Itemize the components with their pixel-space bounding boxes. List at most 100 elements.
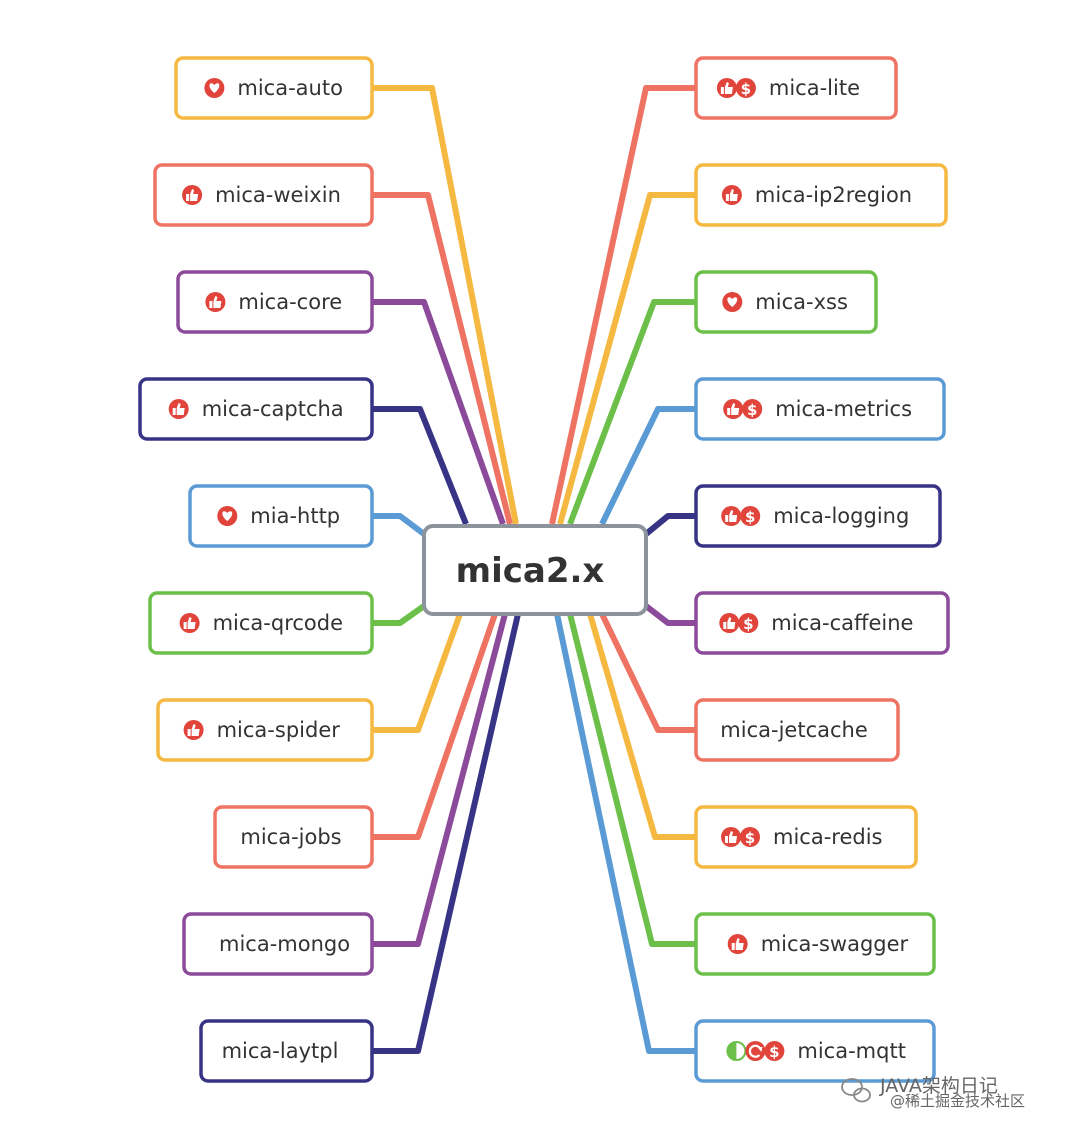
node-mica-laytpl-box <box>199 1019 374 1083</box>
watermark-title: JAVA架构日记 <box>879 1075 998 1097</box>
thumbs-up-icon <box>721 185 742 205</box>
connector-mica-ip2region <box>557 192 696 525</box>
node-mica-metrics-label: mica-metrics <box>775 397 912 421</box>
connector-mica-jetcache <box>599 612 696 733</box>
node-mica-mqtt-label: mica-mqtt <box>797 1039 906 1063</box>
node-mica-caffeine-label: mica-caffeine <box>771 611 913 635</box>
node-mica-auto-box <box>174 56 374 120</box>
connector-mica-jobs <box>372 613 498 840</box>
node-mica-caffeine-box <box>694 591 950 655</box>
topic-nodes: mica-auto mica-weixin mica-core mica-captch… <box>138 56 950 1083</box>
dollar-icon: $ <box>735 78 756 98</box>
node-mica-spider-box <box>156 698 374 762</box>
node-mica-swagger[interactable]: mica-swagger <box>694 912 936 976</box>
node-mica-ip2region[interactable]: mica-ip2region <box>694 163 948 227</box>
node-mica-core-label: mica-core <box>238 290 342 314</box>
dollar-icon: $ <box>742 399 763 419</box>
thumbs-up-icon <box>721 506 742 526</box>
thumbs-up-icon <box>182 185 203 205</box>
node-mica-lite-label: mica-lite <box>769 76 860 100</box>
node-mica-logging-label: mica-logging <box>773 504 909 528</box>
node-mia-http[interactable]: mia-http <box>188 484 374 548</box>
node-mica-weixin[interactable]: mica-weixin <box>153 163 374 227</box>
node-mia-http-label: mia-http <box>250 504 340 528</box>
watermark: JAVA架构日记 @稀土掘金技术社区 <box>841 1075 1025 1110</box>
dollar-icon: $ <box>764 1041 785 1061</box>
node-mica-metrics-box <box>694 377 946 441</box>
node-mica-metrics[interactable]: $ mica-metrics <box>694 377 946 441</box>
node-mica-jetcache-label: mica-jetcache <box>720 718 867 742</box>
thumbs-up-icon <box>719 613 740 633</box>
connector-mica-swagger <box>567 613 696 947</box>
node-mica-swagger-box <box>694 912 936 976</box>
node-mica-captcha[interactable]: mica-captcha <box>138 377 374 441</box>
thumbs-up-icon <box>721 827 741 847</box>
node-mica-spider[interactable]: mica-spider <box>156 698 374 762</box>
half-circle-icon <box>726 1041 747 1061</box>
node-mica-core[interactable]: mica-core <box>176 270 374 334</box>
node-mica-redis[interactable]: $mica-redis <box>694 805 918 869</box>
heart-icon <box>217 506 238 526</box>
node-mica-jetcache-box <box>694 698 900 762</box>
dollar-icon: $ <box>740 827 760 847</box>
node-mica-core-box <box>176 270 374 334</box>
node-mica-xss[interactable]: mica-xss <box>694 270 878 334</box>
thumbs-up-icon <box>716 78 737 98</box>
connector-mica-redis <box>587 613 696 840</box>
watermark-subtitle: @稀土掘金技术社区 <box>890 1092 1025 1110</box>
node-mica-mongo-label: mica-mongo <box>219 932 350 956</box>
node-mica-auto[interactable]: mica-auto <box>174 56 374 120</box>
node-mica-qrcode[interactable]: mica-qrcode <box>148 591 374 655</box>
svg-text:$: $ <box>769 1043 779 1061</box>
thumbs-up-icon <box>183 720 204 740</box>
connector-mica-auto <box>372 85 519 525</box>
node-mica-mqtt-box <box>694 1019 936 1083</box>
node-mica-weixin-label: mica-weixin <box>215 183 341 207</box>
node-mica-auto-label: mica-auto <box>237 76 343 100</box>
heart-icon <box>722 292 743 312</box>
node-mica-captcha-box <box>138 377 374 441</box>
connector-mica-xss <box>567 299 696 526</box>
central-topic-label: mica2.x <box>456 551 605 591</box>
thumbs-up-icon <box>179 613 200 633</box>
node-mica-lite-box <box>694 56 898 120</box>
node-mica-logging[interactable]: $ mica-logging <box>694 484 942 548</box>
svg-text:$: $ <box>745 508 755 526</box>
heart-icon <box>204 78 225 98</box>
connector-mica-spider <box>372 612 463 733</box>
node-mica-xss-box <box>694 270 878 334</box>
node-mica-jetcache[interactable]: mica-jetcache <box>694 698 900 762</box>
connector-mica-laytpl <box>372 613 521 1054</box>
connector-mica-core <box>372 299 506 526</box>
connector-mica-mqtt <box>554 613 696 1054</box>
thumbs-up-icon <box>727 934 748 954</box>
refresh-icon <box>745 1041 766 1061</box>
central-topic-box <box>422 524 648 616</box>
node-mica-redis-box <box>694 805 918 869</box>
node-mica-laytpl[interactable]: mica-laytpl <box>199 1019 374 1083</box>
node-mica-mqtt[interactable]: $ mica-mqtt <box>694 1019 936 1083</box>
node-mica-jobs-label: mica-jobs <box>240 825 341 849</box>
node-mica-caffeine[interactable]: $mica-caffeine <box>694 591 950 655</box>
node-mica-xss-label: mica-xss <box>755 290 848 314</box>
node-mica-lite[interactable]: $ mica-lite <box>694 56 898 120</box>
dollar-icon: $ <box>740 506 761 526</box>
connector-mica-weixin <box>372 192 513 525</box>
svg-text:$: $ <box>747 401 757 419</box>
node-mica-mongo-box <box>182 912 374 976</box>
node-mica-ip2region-label: mica-ip2region <box>755 183 912 207</box>
node-mica-jobs[interactable]: mica-jobs <box>213 805 374 869</box>
node-mica-qrcode-label: mica-qrcode <box>213 611 343 635</box>
connector-mia-http <box>372 513 426 537</box>
node-mica-laytpl-label: mica-laytpl <box>222 1039 339 1063</box>
wechat-icon <box>841 1078 871 1103</box>
connector-mica-caffeine <box>644 603 696 626</box>
node-mica-weixin-box <box>153 163 374 227</box>
connector-mica-captcha <box>372 406 469 526</box>
central-topic[interactable]: mica2.x <box>422 524 648 616</box>
node-mica-mongo[interactable]: mica-mongo <box>182 912 374 976</box>
node-mia-http-box <box>188 484 374 548</box>
thumbs-up-icon <box>168 399 189 419</box>
svg-text:$: $ <box>745 829 755 847</box>
